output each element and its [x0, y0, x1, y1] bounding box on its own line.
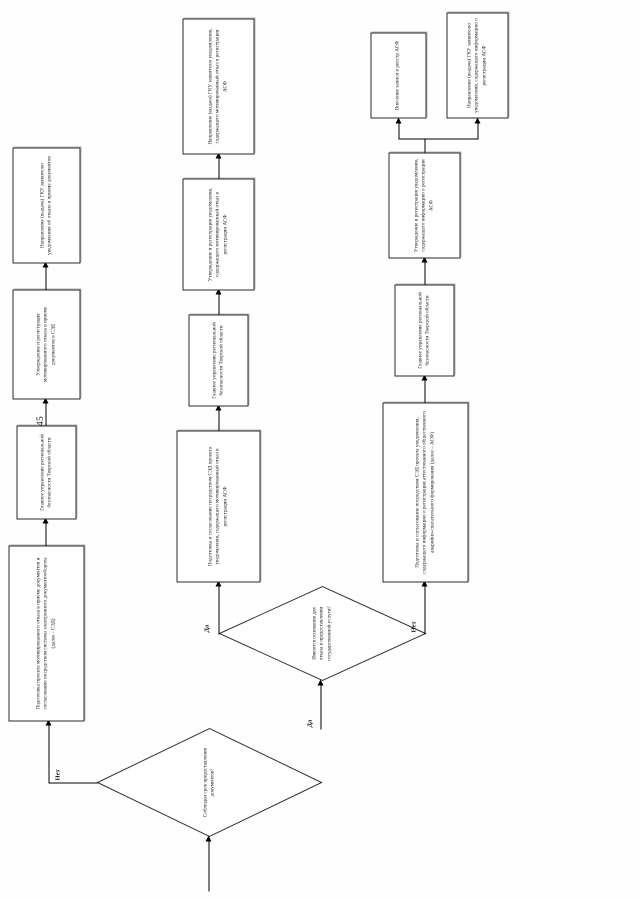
diamond-shape [96, 727, 322, 837]
node-motivated-step2-text: Главное управление региональной безопасн… [210, 321, 224, 399]
edge-d1-no-vertical [48, 781, 97, 783]
node-refusal-step1[interactable]: Подготовка проекта мотивированного отказ… [8, 545, 84, 721]
edge-entry [208, 839, 210, 891]
edge-d2-no-horizontal [424, 584, 426, 634]
node-motivated-step1[interactable]: Подготовка и согласование посредством СЭ… [176, 430, 260, 582]
edge-b3-b4 [398, 121, 400, 139]
branch-label-no-1: Нет [54, 768, 61, 780]
edge-r3-r4 [45, 265, 47, 289]
edge-b3-b5 [477, 121, 479, 139]
edge-d1-yes [320, 683, 322, 729]
decision-deadline[interactable]: Соблюден срок предоставления документов? [96, 727, 322, 837]
decision-refusal-grounds-label: Имеются основания для отказа в предостав… [310, 605, 332, 661]
edge-r1-r2 [45, 521, 47, 545]
edge-b1-b2 [424, 378, 426, 402]
node-approval-step2-text: Главное управление региональной безопасн… [416, 291, 430, 369]
edge-d1-no-horizontal [48, 723, 50, 783]
node-approval-step4-text: Внесение записи в реестр АСФ [394, 40, 401, 110]
node-motivated-step1-text: Подготовка и согласование посредством СЭ… [207, 446, 228, 566]
node-approval-step1-text: Подготовка и согласование посредством СЭ… [414, 410, 435, 574]
node-approval-step5[interactable]: Направление (выдача) ГКУ заявителю уведо… [446, 12, 508, 118]
branch-label-yes-1: Да [306, 719, 313, 727]
decision-deadline-label: Соблюден срок предоставления документов? [201, 747, 215, 817]
edge-b3-split-vertical [398, 137, 478, 139]
node-refusal-step1-text: Подготовка проекта мотивированного отказ… [35, 556, 56, 710]
node-refusal-step2[interactable]: Главное управление региональной безопасн… [16, 425, 76, 519]
node-refusal-step2-text: Главное управление региональной безопасн… [38, 433, 52, 511]
node-approval-step2[interactable]: Главное управление региональной безопасн… [394, 284, 454, 376]
node-motivated-step4-text: Направление (выдача) ГКУ заявителю уведо… [207, 27, 228, 145]
node-approval-step1[interactable]: Подготовка и согласование посредством СЭ… [382, 402, 468, 582]
edge-b3-split [424, 138, 426, 152]
node-approval-step5-text: Направление (выдача) ГКУ заявителю уведо… [466, 17, 487, 113]
edge-m2-m3 [218, 292, 220, 314]
edge-d2-yes-horizontal [218, 584, 220, 634]
node-refusal-step4-text: Направление (выдача) ГКУ заявителю уведо… [38, 155, 52, 255]
node-refusal-step4[interactable]: Направление (выдача) ГКУ заявителю уведо… [12, 147, 80, 263]
node-motivated-step3[interactable]: Утверждение и регистрация уведомления, с… [182, 178, 254, 290]
branch-label-yes-2: Да [203, 624, 210, 632]
node-approval-step3-text: Утверждение и регистрация уведомления, с… [413, 158, 434, 252]
node-motivated-step2[interactable]: Главное управление региональной безопасн… [188, 314, 248, 406]
node-motivated-step3-text: Утверждение и регистрация уведомления, с… [207, 187, 228, 281]
node-motivated-step4[interactable]: Направление (выдача) ГКУ заявителю уведо… [182, 18, 254, 154]
edge-m3-m4 [218, 156, 220, 178]
node-refusal-step3[interactable]: Утверждение и регистрация мотивированног… [12, 289, 80, 399]
edge-m1-m2 [218, 408, 220, 430]
node-approval-step4[interactable]: Внесение записи в реестр АСФ [370, 32, 426, 118]
node-approval-step3[interactable]: Утверждение и регистрация уведомления, с… [388, 152, 460, 258]
edge-b2-b3 [424, 260, 426, 284]
decision-refusal-grounds[interactable]: Имеются основания для отказа в предостав… [218, 585, 426, 681]
edge-r2-r3 [45, 401, 47, 425]
branch-label-no-2: Нет [410, 620, 417, 632]
node-refusal-step3-text: Утверждение и регистрация мотивированног… [35, 306, 56, 382]
